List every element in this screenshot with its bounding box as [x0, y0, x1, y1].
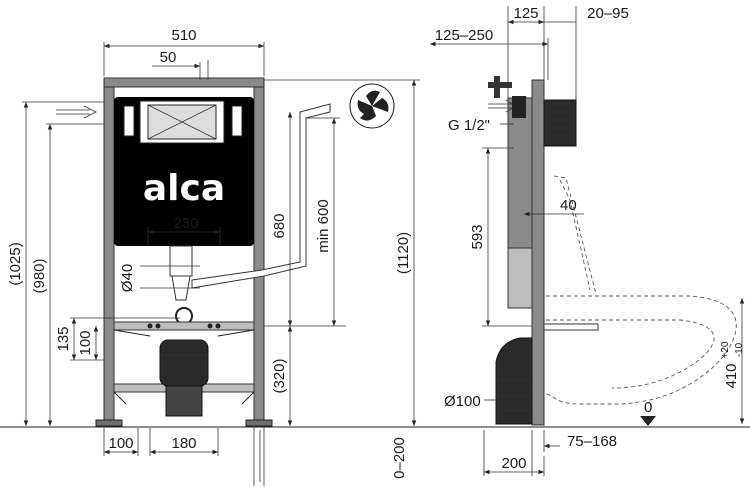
dim-drain-diameter: Ø100	[444, 393, 481, 410]
frame-left-foot	[95, 419, 123, 427]
dim-top-range: 20–95	[587, 5, 629, 22]
side-tank-body	[507, 97, 533, 249]
dim-pipe-diameter: Ø40	[119, 264, 136, 292]
dim-wall-gap: 40	[560, 197, 577, 214]
frame-top-bar	[103, 77, 265, 88]
dim-frame-height: (1120)	[395, 232, 412, 274]
frame-right-upright	[253, 77, 265, 426]
dim-seat-tol-minus: -10	[734, 342, 745, 357]
dim-offset-top: 50	[160, 49, 177, 66]
dim-outlet-height: 135	[55, 326, 72, 351]
overflow-pipe	[191, 103, 331, 289]
brand-logo: alca	[143, 168, 225, 209]
dim-inlet-height: 593	[469, 224, 486, 249]
dim-inlet-range: 125–250	[435, 27, 493, 44]
drain-elbow	[159, 339, 209, 387]
toilet-bowl-outline	[545, 295, 737, 405]
dim-seat-tol-plus: +20	[720, 341, 731, 358]
dim-foot-width: 100	[108, 435, 133, 452]
thread-label: G 1/2"	[448, 117, 490, 134]
side-view	[488, 76, 737, 426]
water-inlet-icon	[56, 105, 97, 119]
side-flush-plate	[543, 99, 577, 147]
dim-tank-top-height: (980)	[31, 258, 48, 293]
dim-top-width: 125	[513, 5, 538, 22]
dim-floor-mark: 0	[644, 399, 652, 416]
dim-bottom-height: (320)	[271, 358, 288, 393]
dim-leg-adjust: 0–200	[391, 437, 408, 479]
dim-bowl-range: 75–168	[567, 433, 617, 450]
frame-left-upright	[103, 77, 115, 426]
dim-tank-height: 680	[271, 213, 288, 238]
dim-drain-height: 100	[77, 330, 94, 355]
side-drain-elbow	[495, 337, 533, 425]
front-dimensions: 510 50 230 Ø40 680 min 600 (320) (1025)	[7, 27, 420, 486]
dim-width-total: 510	[171, 27, 196, 44]
dim-panel-width: 230	[173, 215, 198, 232]
dim-min-height: min 600	[315, 199, 332, 252]
front-view: alca	[95, 77, 395, 427]
dim-depth: 200	[501, 455, 526, 472]
dim-overall-height: (1025)	[7, 242, 24, 285]
wall-plank	[543, 323, 599, 331]
dim-bowl-spacing: 180	[171, 435, 196, 452]
flush-pipe	[169, 245, 193, 277]
dim-seat-height: 410	[723, 363, 740, 388]
mounting-bar	[113, 321, 255, 331]
frame-right-foot	[245, 419, 273, 427]
floor-level-icon	[640, 416, 656, 426]
side-dimensions: 125 20–95 125–250 G 1/2" 40 593 Ø100 410…	[430, 5, 745, 476]
side-frame-column	[531, 79, 545, 426]
